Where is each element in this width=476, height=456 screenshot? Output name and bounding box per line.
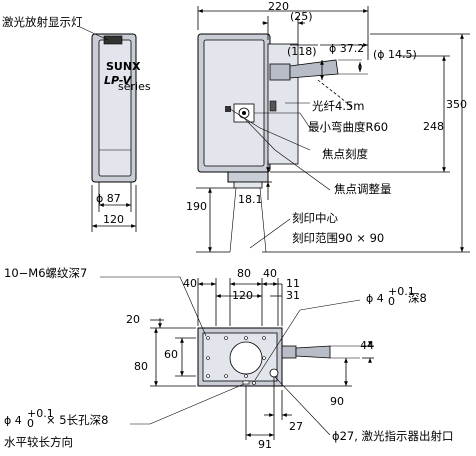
top-cable	[295, 345, 331, 359]
bend-radius-arc	[317, 79, 353, 109]
dim-248: 248	[423, 120, 444, 133]
long-hole	[242, 380, 250, 385]
front-view: SUNX LP-V series 激光放射显示灯 ϕ 87 120	[2, 15, 151, 232]
dim-220: 220	[268, 0, 289, 13]
pin-tol-plus: +0.1	[388, 285, 415, 298]
side-panel	[203, 39, 265, 167]
brand-logo: SUNX	[106, 60, 141, 73]
beam-cone	[229, 187, 267, 253]
lens-mount	[227, 171, 269, 183]
dim-phi87: ϕ 87	[96, 192, 121, 205]
side-knob	[269, 100, 277, 112]
top-connector	[281, 345, 297, 359]
dim-18: 18.1	[238, 193, 263, 206]
dim-60: 60	[164, 348, 178, 361]
side-view: 220 (25) (118) ϕ 37.2 (ϕ 14.5) 350 248 1…	[186, 0, 470, 253]
label-long-hole: × 5长孔深8	[46, 413, 108, 427]
dim-40-left: 40	[183, 277, 197, 290]
dim-20: 20	[126, 313, 140, 326]
label-focus-scale: 焦点刻度	[322, 147, 368, 161]
dim-80-top: 80	[237, 267, 251, 280]
exit-aperture	[229, 341, 263, 375]
laser-pointer-exit	[269, 368, 279, 378]
brand-series: LP-V	[104, 74, 133, 87]
dim-190: 190	[186, 200, 207, 213]
lens	[233, 181, 263, 189]
dim-80-left: 80	[134, 360, 148, 373]
label-focus-adjust: 焦点调整量	[334, 182, 392, 196]
dim-phi37: ϕ 37.2	[329, 42, 364, 55]
dim-120-top: 120	[232, 289, 253, 302]
screw-holes	[206, 336, 266, 378]
longhole-tol-plus: +0.1	[27, 407, 54, 420]
focus-scale-marker	[225, 106, 231, 112]
dim-350: 350	[446, 98, 467, 111]
label-exit: ϕ27, 激光指示器出射口	[332, 429, 454, 443]
label-fiber: 光纤4.5m	[312, 99, 365, 113]
dim-90: 90	[330, 395, 344, 408]
dim-91: 91	[258, 438, 272, 451]
longhole-tol-zero: 0	[27, 417, 34, 430]
leader-laser-indicator	[79, 26, 109, 41]
label-laser-indicator: 激光放射显示灯	[2, 15, 83, 29]
dim-phi14: (ϕ 14.5)	[373, 48, 417, 61]
dim-27: 27	[289, 420, 303, 433]
dim-31: 31	[286, 289, 300, 302]
label-min-bend: 最小弯曲度R60	[308, 120, 388, 134]
dim-118: (118)	[287, 45, 317, 58]
label-screw-holes: 10−M6螺纹深7	[4, 266, 87, 280]
top-view: 40 80 40 120 11 31 20 60 80 44 90 91 27 …	[4, 266, 454, 451]
pin-depth-label: 深8	[408, 291, 427, 305]
longhole-phi4: ϕ 4	[4, 414, 22, 427]
dim-120-front: 120	[103, 213, 124, 226]
dim-44: 44	[360, 339, 374, 352]
laser-indicator-lamp	[103, 35, 123, 45]
pin-hole	[252, 381, 256, 385]
pin-tol-zero: 0	[388, 295, 395, 308]
fiber-connector	[269, 63, 291, 81]
label-mark-center: 刻印中心	[292, 211, 338, 225]
brand-series-sub: series	[118, 80, 151, 93]
label-horizontal: 水平较长方向	[4, 435, 73, 449]
label-mark-range: 刻印范围90 × 90	[292, 231, 384, 245]
pin-phi4: ϕ 4	[366, 292, 384, 305]
dim-11: 11	[286, 277, 300, 290]
dim-25: (25)	[290, 10, 313, 23]
dim-40-right: 40	[263, 267, 277, 280]
